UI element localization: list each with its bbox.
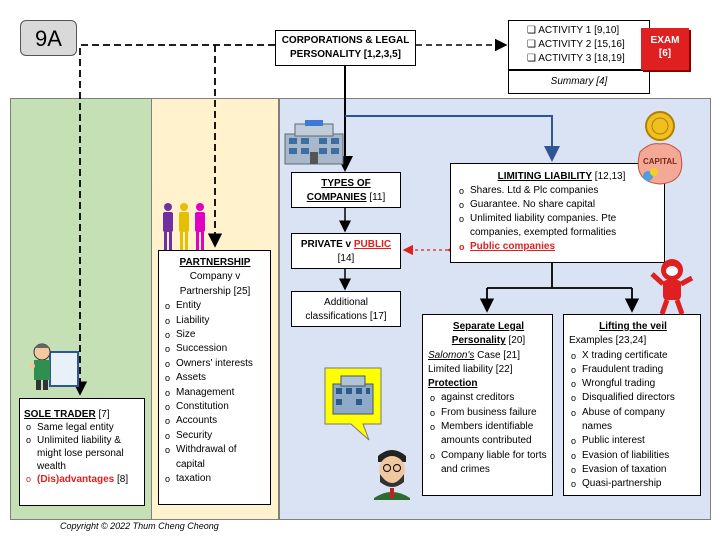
list-item: Succession — [163, 342, 267, 357]
separate-ref: [20] — [505, 335, 526, 347]
private-label: PRIVATE v — [300, 239, 354, 250]
lifting-examples: Examples [23,24] — [569, 335, 647, 347]
sole-trader-box: SOLE TRADER [7] Same legal entity Unlimi… — [19, 398, 145, 506]
list-item: Disqualified directors — [569, 391, 697, 406]
separate-title: Separate Legal — [452, 321, 525, 332]
checkbox-icon[interactable]: ❑ — [527, 53, 536, 64]
partnership-box: PARTNERSHIP Company v Partnership [25] E… — [158, 250, 271, 505]
limiting-liability-ref: [12,13] — [592, 171, 626, 182]
separate-title2: Personality — [451, 335, 506, 347]
list-item: Evasion of taxation — [569, 463, 697, 478]
private-public-box: PRIVATE v PUBLIC [14] — [291, 233, 401, 269]
topic-badge: 9A — [20, 20, 77, 56]
exam-badge[interactable]: EXAM [6] — [641, 28, 689, 70]
list-item: Constitution — [163, 400, 267, 415]
sole-trader-list: Same legal entity Unlimited liability & … — [24, 421, 141, 486]
exam-label: EXAM — [650, 35, 680, 46]
disadvantages-ref: [8] — [114, 474, 129, 485]
list-item: Abuse of company names — [569, 406, 697, 435]
arrow-to-limiting-liability — [345, 115, 560, 162]
list-item: taxation — [163, 472, 267, 487]
limiting-liability-list: Shares. Ltd & Plc companies Guarantee. N… — [457, 184, 660, 254]
lifting-the-veil-box: Lifting the veil Examples [23,24] X trad… — [563, 314, 701, 496]
types-ref: [11] — [366, 192, 386, 203]
activity-1[interactable]: ❑ ACTIVITY 1 [9,10] — [527, 24, 649, 38]
list-item: Members identifiable amounts contributed — [428, 420, 549, 449]
list-item: Guarantee. No share capital — [457, 198, 660, 212]
checkbox-icon[interactable]: ❑ — [527, 25, 536, 36]
separate-legal-personality-box: Separate Legal Personality [20] Salomon'… — [422, 314, 553, 496]
types-of-companies-box: TYPES OF COMPANIES [11] — [291, 172, 401, 208]
list-item: Fraudulent trading — [569, 363, 697, 378]
list-item: Liability — [163, 314, 267, 329]
limiting-liability-box: LIMITING LIABILITY [12,13] Shares. Ltd &… — [450, 163, 665, 263]
copyright-text: Copyright © 2022 Thum Cheng Cheong — [60, 521, 219, 531]
exam-ref: [6] — [658, 48, 672, 59]
main-topic-line2: PERSONALITY [1,2,3,5] — [290, 49, 401, 60]
list-item: Assets — [163, 371, 267, 386]
public-label: PUBLIC — [353, 239, 392, 250]
lifting-title: Lifting the veil — [599, 321, 667, 332]
main-topic-box: CORPORATIONS & LEGAL PERSONALITY [1,2,3,… — [275, 30, 416, 66]
salomon-name: Salomon's — [428, 349, 475, 361]
activity-1-label: ACTIVITY 1 [9,10] — [538, 25, 620, 36]
partnership-title: PARTNERSHIP — [179, 257, 251, 268]
list-item: Unlimited liability companies. Pte compa… — [457, 212, 660, 240]
protection-label: Protection — [428, 378, 478, 390]
list-item: Public interest — [569, 434, 697, 449]
partnership-subtitle-ref: Partnership [25] — [179, 285, 251, 297]
sole-trader-title: SOLE TRADER — [24, 409, 96, 420]
main-topic-line1: CORPORATIONS & LEGAL — [281, 35, 410, 46]
list-item: Quasi-partnership — [569, 477, 697, 492]
limiting-liability-title: LIMITING LIABILITY — [497, 171, 593, 182]
summary-box: Summary [4] — [508, 70, 650, 94]
private-public-ref: [14] — [337, 253, 355, 264]
list-item: Management — [163, 386, 267, 401]
salomon-ref: Case [21] — [474, 349, 520, 361]
sole-trader-ref: [7] — [95, 409, 110, 420]
list-item: Accounts — [163, 414, 267, 429]
list-item: against creditors — [428, 391, 549, 406]
list-item: Same legal entity — [24, 421, 141, 434]
list-item: X trading certificate — [569, 349, 697, 364]
list-item-disadvantages: (Dis)advantages [8] — [24, 473, 141, 486]
list-item: Company liable for torts and crimes — [428, 449, 549, 478]
lifting-list: X trading certificate Fraudulent trading… — [569, 349, 697, 492]
list-item: Entity — [163, 299, 267, 314]
list-item: From business failure — [428, 406, 549, 421]
activity-2[interactable]: ❑ ACTIVITY 2 [15,16] — [527, 38, 649, 52]
list-item: Owners' interests — [163, 357, 267, 372]
list-item-public-companies: Public companies — [457, 240, 660, 254]
additional-classifications-box: Additional classifications [17] — [291, 291, 401, 327]
disadvantages-label: (Dis)advantages — [37, 474, 115, 485]
protection-list: against creditors From business failure … — [428, 391, 549, 477]
additional-line2: classifications [17] — [305, 311, 387, 322]
partnership-list: Entity Liability Size Succession Owners'… — [163, 299, 267, 487]
activity-2-label: ACTIVITY 2 [15,16] — [538, 39, 625, 50]
activity-3[interactable]: ❑ ACTIVITY 3 [18,19] — [527, 52, 649, 66]
limited-liability-label: Limited liability [22] — [428, 363, 513, 375]
list-item: Shares. Ltd & Plc companies — [457, 184, 660, 198]
checkbox-icon[interactable]: ❑ — [527, 39, 536, 50]
list-item: Evasion of liabilities — [569, 449, 697, 464]
list-item: Wrongful trading — [569, 377, 697, 392]
additional-line1: Additional — [324, 297, 368, 308]
list-item: Security — [163, 429, 267, 444]
types-line2: COMPANIES — [306, 192, 367, 203]
activities-box: ❑ ACTIVITY 1 [9,10] ❑ ACTIVITY 2 [15,16]… — [508, 20, 650, 70]
list-item: Size — [163, 328, 267, 343]
activity-3-label: ACTIVITY 3 [18,19] — [538, 53, 625, 64]
types-line1: TYPES OF — [321, 178, 371, 189]
list-item: Unlimited liability & might lose persona… — [24, 434, 141, 473]
partnership-subtitle: Company v — [189, 271, 241, 283]
list-item: Withdrawal of capital — [163, 443, 267, 472]
